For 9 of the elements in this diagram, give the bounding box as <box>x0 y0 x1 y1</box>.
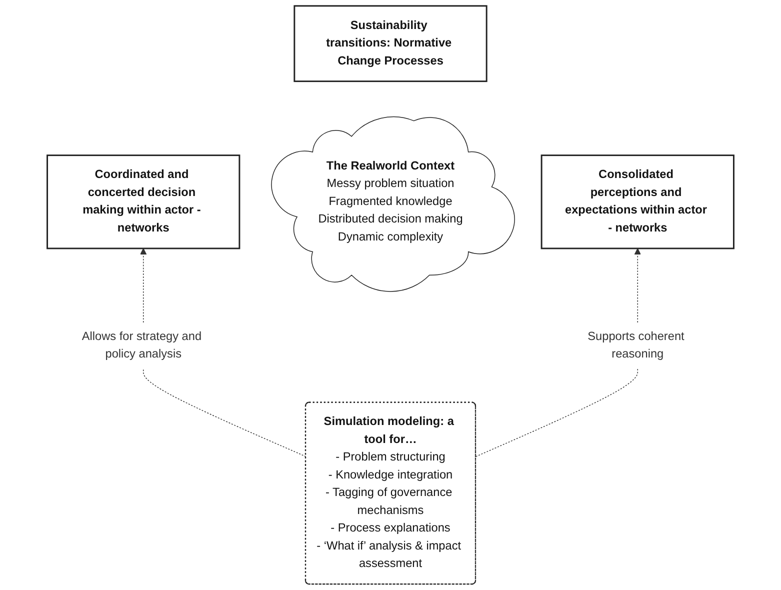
node-box: Sustainability transitions: Normative Change Processes <box>294 5 488 82</box>
arrow <box>634 248 641 323</box>
node-text: Allows for strategy and policy analysis <box>82 330 202 361</box>
node-box: Consolidated perceptions and expectations within actor - networks <box>540 154 734 250</box>
node-text: Supports coherent reasoning <box>588 330 684 361</box>
node-box: Coordinated and concerted decision making within actor - networks <box>46 154 240 250</box>
connector <box>476 368 638 457</box>
connector <box>143 368 306 457</box>
arrow <box>140 248 147 323</box>
